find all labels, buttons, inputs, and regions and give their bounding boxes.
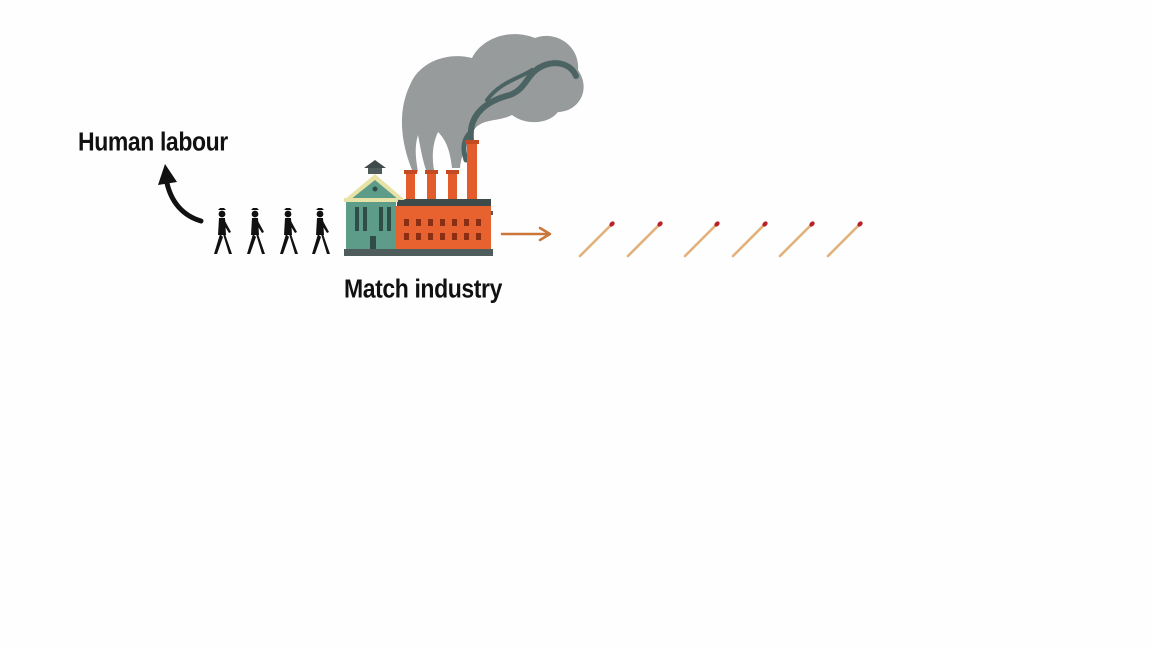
- curved-arrow-icon: [158, 164, 204, 224]
- smoke-icon: [401, 34, 584, 172]
- matchstick-icon: [826, 221, 863, 258]
- matchstick-icon: [778, 221, 815, 258]
- office-windows: [355, 207, 391, 249]
- matchstick-icon: [731, 221, 768, 258]
- chimneys: [404, 140, 479, 199]
- matches-group: [578, 221, 863, 258]
- human-labour-label: Human labour: [78, 127, 228, 157]
- walking-worker-icon: [312, 208, 330, 254]
- matchstick-icon: [683, 221, 720, 258]
- workers-group: [214, 208, 330, 254]
- walking-worker-icon: [280, 208, 298, 254]
- factory-windows: [404, 219, 481, 240]
- factory-icon: [344, 140, 493, 256]
- match-industry-label: Match industry: [344, 274, 502, 304]
- matchstick-icon: [626, 221, 663, 258]
- arrow-right-icon: [500, 226, 552, 242]
- walking-worker-icon: [214, 208, 232, 254]
- walking-worker-icon: [247, 208, 265, 254]
- matchstick-icon: [578, 221, 615, 258]
